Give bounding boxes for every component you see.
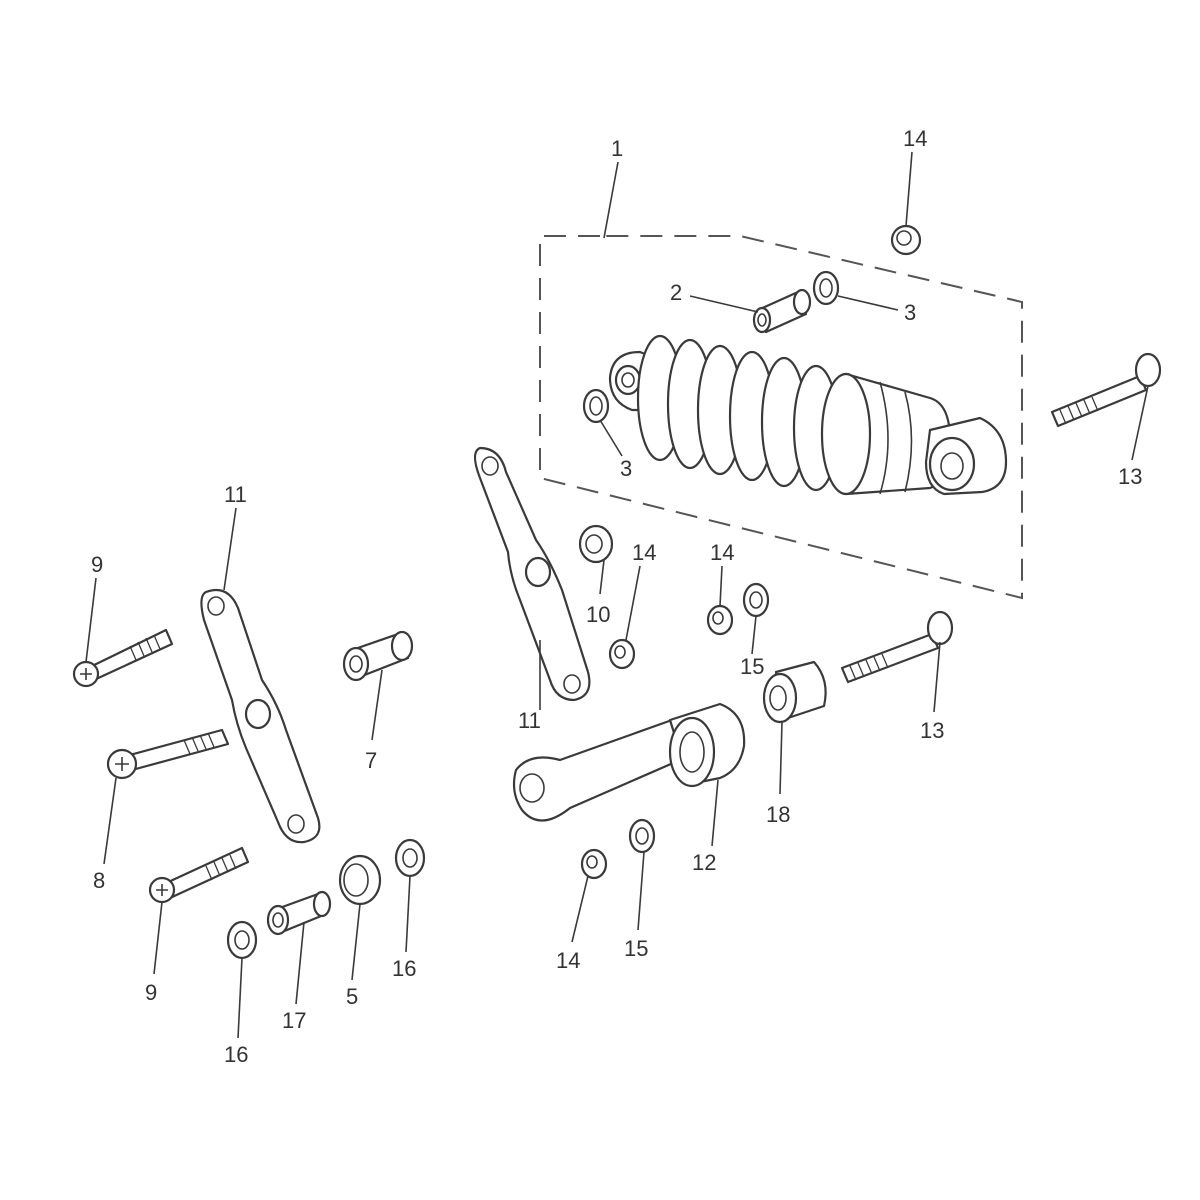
spacer-7 [342,630,414,682]
callout-3: 3 [904,300,916,325]
callout-11: 11 [224,482,247,507]
callout-15: 15 [740,654,764,679]
callout-9: 9 [145,980,157,1005]
bolt-9-bottom [148,846,250,904]
link-arm-11-right [473,446,591,702]
callout-12: 12 [692,850,716,875]
callout-9: 9 [91,552,103,577]
spacer-17 [266,890,332,936]
callout-14: 14 [556,948,580,973]
callout-5: 5 [346,984,358,1009]
nut-14-top [890,224,922,256]
link-arm-11-left [200,588,321,844]
callout-16: 16 [392,956,416,981]
nut-14-mid-left [608,638,636,670]
callout-14: 14 [903,126,927,151]
callout-11: 11 [518,708,541,733]
callout-13: 13 [1118,464,1142,489]
callout-7: 7 [365,748,377,773]
nut-14-bottom [580,848,608,880]
callout-16: 16 [224,1042,248,1067]
bolt-8 [106,728,230,780]
washer-16-right [394,838,426,878]
washer-3-left [582,388,610,424]
washer-15-bottom [628,818,656,854]
washer-15-top [742,582,770,618]
bolt-9-top [72,628,174,688]
bolt-13-bottom [840,610,954,684]
callout-18: 18 [766,802,790,827]
assembly-boundary [539,235,1023,600]
callout-1: 1 [611,136,623,161]
shock-absorber [608,334,1008,496]
callout-8: 8 [93,868,105,893]
callout-2: 2 [670,280,682,305]
nut-14-mid-right [706,604,734,636]
callout-14: 14 [632,540,656,565]
bush-2 [752,288,812,334]
leader-lines [85,151,1149,1039]
callout-15: 15 [624,936,648,961]
tie-rod-12 [512,702,746,822]
callout-17: 17 [282,1008,306,1033]
callout-10: 10 [586,602,610,627]
spacer-5 [338,854,382,906]
callout-14: 14 [710,540,734,565]
callout-3: 3 [620,456,632,481]
callout-13: 13 [920,718,944,743]
bolt-13-top [1050,352,1162,428]
washer-3-top [812,270,840,306]
bush-10 [578,524,614,564]
bush-18 [762,660,827,724]
washer-16-left [226,920,258,960]
